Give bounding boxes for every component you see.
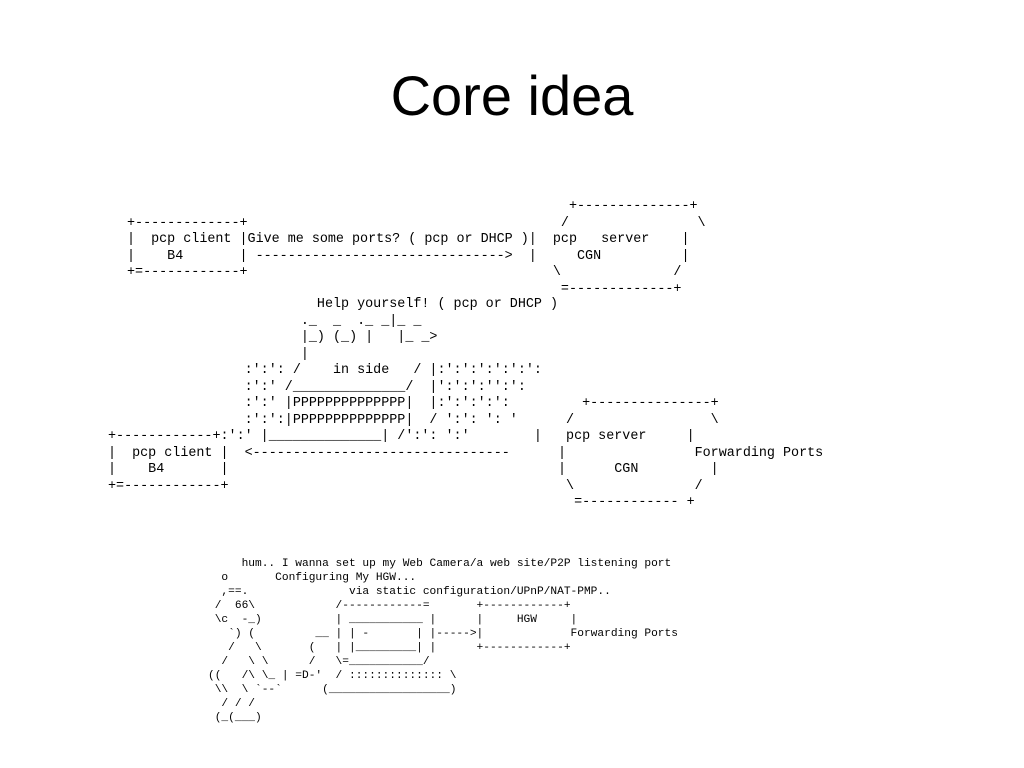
- slide-title: Core idea: [390, 64, 634, 127]
- pcp-request-ascii-diagram: +--------------+ +-------------+ / \ | p…: [127, 199, 706, 297]
- pcp-response-ascii-diagram: Help yourself! ( pcp or DHCP ) ._ _ ._ _…: [108, 297, 824, 510]
- hgw-configuration-ascii-diagram: hum.. I wanna set up my Web Camera/a web…: [208, 558, 678, 724]
